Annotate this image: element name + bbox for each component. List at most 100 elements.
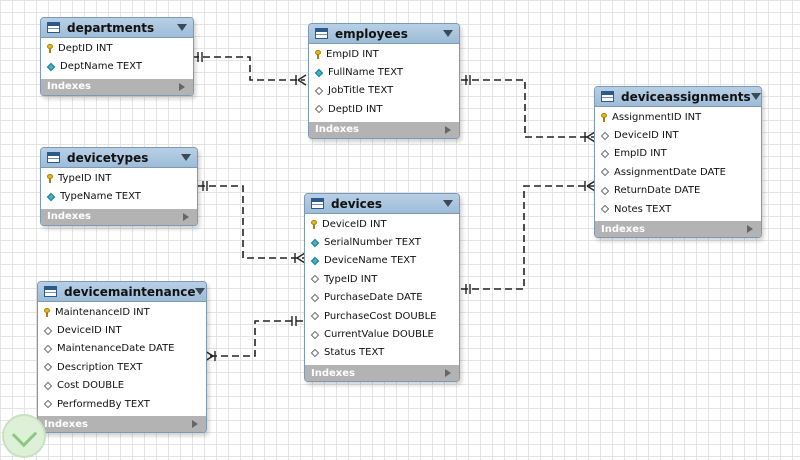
- table-header[interactable]: departments: [41, 18, 193, 38]
- table-icon: [315, 28, 328, 39]
- field-label: TypeName TEXT: [60, 191, 141, 203]
- field-label: DeviceID INT: [322, 218, 387, 230]
- field-row[interactable]: Description TEXT: [38, 358, 206, 376]
- table-icon: [601, 91, 614, 102]
- field-row[interactable]: DeviceID INT: [305, 215, 459, 233]
- chevron-down-icon[interactable]: [443, 200, 453, 207]
- nullable-column-icon: [310, 348, 320, 358]
- rel-devices-devicemaintenance[interactable]: [206, 320, 303, 357]
- nullable-column-icon: [43, 381, 53, 390]
- chevron-down-icon[interactable]: [195, 288, 206, 295]
- field-row[interactable]: Notes TEXT: [595, 200, 761, 218]
- nullable-column-icon: [600, 131, 610, 140]
- table-name: deviceassignments: [621, 89, 751, 104]
- crows-foot-marker: [295, 74, 307, 86]
- field-label: PerformedBy TEXT: [57, 398, 150, 410]
- rel-devicetypes-devices[interactable]: [198, 185, 304, 259]
- field-row[interactable]: EmpID INT: [309, 45, 459, 63]
- table-name: departments: [67, 20, 155, 35]
- primary-key-icon: [311, 219, 317, 229]
- primary-key-icon: [44, 307, 50, 317]
- nullable-column-icon: [600, 204, 610, 214]
- rel-departments-employees[interactable]: [192, 56, 305, 81]
- indexes-bar[interactable]: Indexes: [595, 221, 761, 238]
- nullable-column-icon: [600, 168, 610, 177]
- rel-employees-deviceassignments[interactable]: [461, 79, 594, 138]
- field-row[interactable]: SerialNumber TEXT: [305, 233, 459, 251]
- table-header[interactable]: devicemaintenance: [38, 282, 206, 302]
- field-label: AssignmentID INT: [612, 111, 702, 123]
- nullable-column-icon: [43, 363, 53, 372]
- field-row[interactable]: PurchaseDate DATE: [305, 289, 459, 307]
- indexes-bar[interactable]: Indexes: [41, 208, 197, 225]
- expand-arrow-icon[interactable]: [179, 82, 185, 91]
- field-label: DeviceID INT: [57, 325, 122, 337]
- field-row[interactable]: JobTitle TEXT: [309, 82, 459, 100]
- indexes-bar[interactable]: Indexes: [38, 416, 206, 433]
- rel-devices-deviceassignments[interactable]: [461, 185, 594, 290]
- field-row[interactable]: PerformedBy TEXT: [38, 395, 206, 413]
- field-row[interactable]: FullName TEXT: [309, 63, 459, 81]
- nullable-column-icon: [600, 186, 610, 195]
- field-label: TypeID INT: [324, 273, 378, 285]
- field-row[interactable]: TypeID INT: [41, 169, 197, 187]
- indexes-label: Indexes: [311, 367, 355, 379]
- field-row[interactable]: DeptID INT: [309, 100, 459, 118]
- indexes-bar[interactable]: Indexes: [309, 121, 459, 138]
- field-row[interactable]: ReturnDate DATE: [595, 182, 761, 200]
- nullable-column-icon: [310, 311, 320, 321]
- field-label: PurchaseDate DATE: [324, 292, 423, 304]
- field-row[interactable]: CurrentValue DOUBLE: [305, 325, 459, 343]
- field-row[interactable]: DeviceID INT: [595, 126, 761, 144]
- watermark-logo: [2, 414, 46, 458]
- field-row[interactable]: TypeName TEXT: [41, 187, 197, 205]
- expand-arrow-icon[interactable]: [747, 225, 753, 234]
- nullable-column-icon: [310, 275, 320, 284]
- expand-arrow-icon[interactable]: [192, 420, 198, 429]
- table-header[interactable]: employees: [309, 24, 459, 44]
- one-end-marker: [197, 52, 203, 62]
- indexes-bar[interactable]: Indexes: [41, 78, 193, 95]
- field-row[interactable]: DeptName TEXT: [41, 57, 193, 75]
- indexes-bar[interactable]: Indexes: [305, 365, 459, 382]
- nullable-column-icon: [314, 105, 324, 114]
- field-row[interactable]: AssignmentDate DATE: [595, 163, 761, 181]
- chevron-down-icon[interactable]: [750, 93, 761, 100]
- expand-arrow-icon[interactable]: [445, 369, 451, 378]
- field-row[interactable]: AssignmentID INT: [595, 108, 761, 126]
- table-header[interactable]: devices: [305, 194, 459, 214]
- table-header[interactable]: devicetypes: [41, 148, 197, 168]
- field-row[interactable]: PurchaseCost DOUBLE: [305, 307, 459, 325]
- field-row[interactable]: EmpID INT: [595, 145, 761, 163]
- expand-arrow-icon[interactable]: [183, 212, 189, 221]
- field-row[interactable]: DeviceID INT: [38, 321, 206, 339]
- field-row[interactable]: DeptID INT: [41, 39, 193, 57]
- field-row[interactable]: DeviceName TEXT: [305, 252, 459, 270]
- chevron-down-icon[interactable]: [181, 154, 191, 161]
- table-header[interactable]: deviceassignments: [595, 87, 761, 107]
- field-row[interactable]: Status TEXT: [305, 344, 459, 362]
- table-icon: [311, 198, 324, 209]
- expand-arrow-icon[interactable]: [445, 125, 451, 134]
- field-list: TypeID INT TypeName TEXT: [41, 168, 197, 209]
- field-row[interactable]: MaintenanceID INT: [38, 303, 206, 321]
- field-row[interactable]: TypeID INT: [305, 270, 459, 288]
- table-icon: [47, 22, 60, 33]
- nullable-column-icon: [600, 149, 610, 159]
- field-label: Notes TEXT: [614, 203, 672, 215]
- field-row[interactable]: MaintenanceDate DATE: [38, 340, 206, 358]
- not-null-column-icon: [310, 256, 320, 266]
- field-row[interactable]: Cost DOUBLE: [38, 377, 206, 395]
- primary-key-icon: [47, 43, 53, 53]
- chevron-down-icon[interactable]: [177, 24, 187, 31]
- chevron-down-icon[interactable]: [443, 30, 453, 37]
